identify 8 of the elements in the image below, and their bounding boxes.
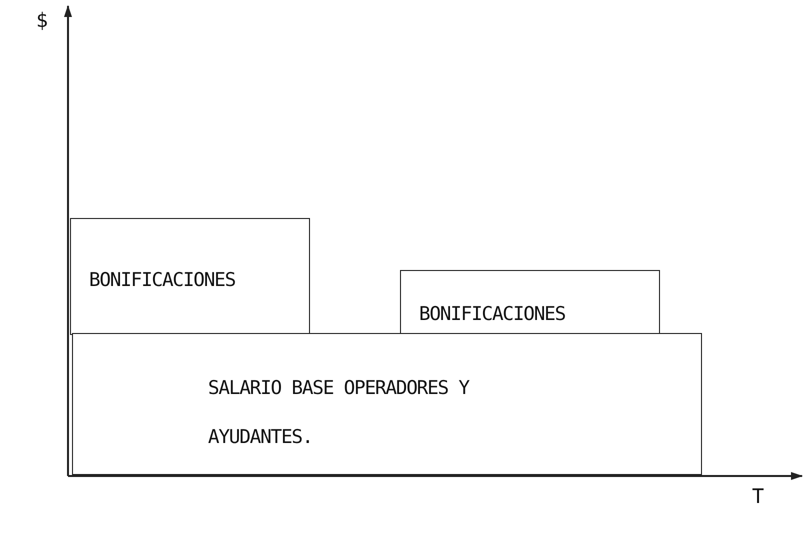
y-axis-label: $ bbox=[36, 8, 48, 32]
bonus-block bbox=[70, 218, 310, 335]
block-label: SALARIO BASE OPERADORES Y AYUDANTES. bbox=[208, 376, 470, 450]
bonus-block bbox=[400, 270, 660, 335]
base-salary-block bbox=[72, 333, 702, 475]
x-axis-label: T bbox=[752, 484, 764, 508]
block-label: BONIFICACIONES bbox=[419, 303, 566, 325]
block-label: BONIFICACIONES bbox=[89, 269, 236, 291]
